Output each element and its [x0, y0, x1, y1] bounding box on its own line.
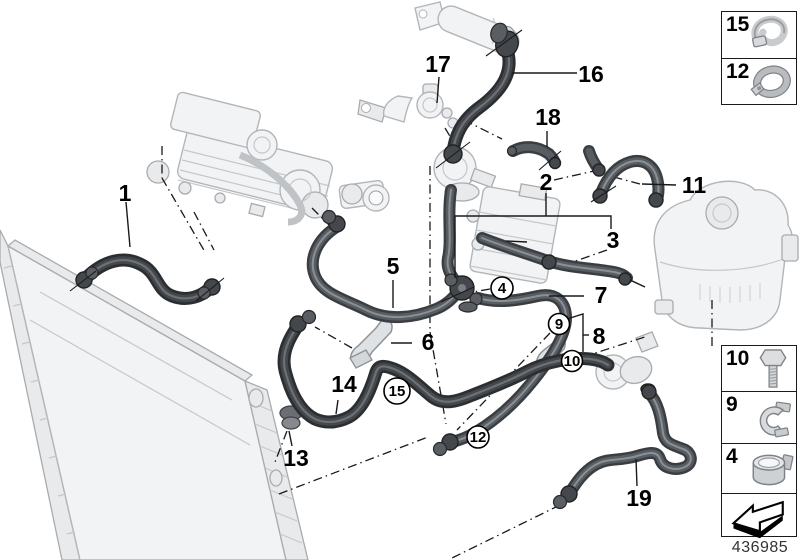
ring-clamp-icon — [750, 65, 791, 99]
diagram-part-number: 436985 — [731, 539, 789, 556]
legend-label-12: 12 — [726, 60, 750, 83]
legend-item-9[interactable]: 9 — [722, 391, 796, 443]
callout-label-3[interactable]: 3 — [607, 227, 620, 253]
callout-circle-12[interactable]: 12 — [466, 425, 490, 449]
hose-7 — [432, 295, 567, 457]
clip-clamp-icon — [759, 401, 791, 438]
legend-box-top: 15 12 — [721, 11, 797, 105]
callout-label-8[interactable]: 8 — [593, 323, 606, 349]
hose-14 — [284, 309, 608, 423]
clamp-tick-marks — [69, 29, 617, 303]
expansion-tank-illustration — [653, 180, 799, 331]
callout-label-11[interactable]: 11 — [682, 172, 707, 198]
y-connector — [444, 273, 483, 313]
callout-label-6[interactable]: 6 — [422, 329, 435, 355]
callout-leader-lines — [125, 72, 677, 487]
radiator-illustration — [0, 229, 309, 560]
legend-label-10: 10 — [726, 347, 750, 370]
legend-label-15: 15 — [726, 13, 750, 36]
hose-3 — [482, 238, 631, 286]
auxiliary-pump-illustration — [595, 331, 659, 395]
egr-cooler-illustration — [146, 91, 334, 226]
callout-circle-15[interactable]: 15 — [383, 377, 411, 405]
legend-item-direction[interactable] — [722, 493, 796, 541]
hose-5 — [313, 209, 458, 318]
hose-18 — [506, 147, 562, 170]
callout-label-13[interactable]: 13 — [283, 445, 309, 471]
callout-label-2[interactable]: 2 — [540, 169, 553, 195]
bracket-clip-6-illustration — [349, 318, 393, 369]
legend-label-9: 9 — [726, 393, 738, 416]
svg-text:10: 10 — [564, 353, 581, 370]
callout-circle-10[interactable]: 10 — [560, 349, 584, 373]
callout-label-18[interactable]: 18 — [535, 104, 561, 130]
coolant-valve-illustration — [357, 83, 459, 129]
hose-19 — [552, 384, 691, 510]
callout-label-14[interactable]: 14 — [331, 371, 357, 397]
svg-text:9: 9 — [555, 316, 563, 333]
folding-clamp-icon — [751, 15, 788, 48]
callout-circle-4[interactable]: 4 — [490, 276, 514, 300]
callout-label-16[interactable]: 16 — [578, 61, 604, 87]
legend-item-12[interactable]: 12 — [722, 58, 796, 104]
legend-item-15[interactable]: 15 — [722, 12, 796, 58]
band-clamp-icon — [752, 454, 794, 486]
legend-item-10[interactable]: 10 — [722, 346, 796, 391]
callout-label-7[interactable]: 7 — [595, 282, 608, 308]
hose-2-stub — [589, 151, 606, 177]
callout-label-17[interactable]: 17 — [425, 51, 451, 77]
callout-circle-9[interactable]: 9 — [547, 312, 571, 336]
svg-text:4: 4 — [498, 280, 507, 297]
svg-text:12: 12 — [470, 429, 487, 446]
bolt-icon — [759, 349, 787, 388]
svg-text:15: 15 — [389, 383, 406, 400]
legend-item-4[interactable]: 4 — [722, 443, 796, 493]
hose-16 — [443, 22, 519, 164]
callout-label-1[interactable]: 1 — [119, 180, 132, 206]
thermostat-illustration — [338, 179, 390, 212]
callout-label-19[interactable]: 19 — [626, 485, 652, 511]
legend-box-bottom: 10 9 4 — [721, 345, 797, 538]
direction-arrow-icon — [731, 500, 784, 538]
callout-label-5[interactable]: 5 — [387, 253, 400, 279]
legend-label-4: 4 — [726, 445, 738, 468]
